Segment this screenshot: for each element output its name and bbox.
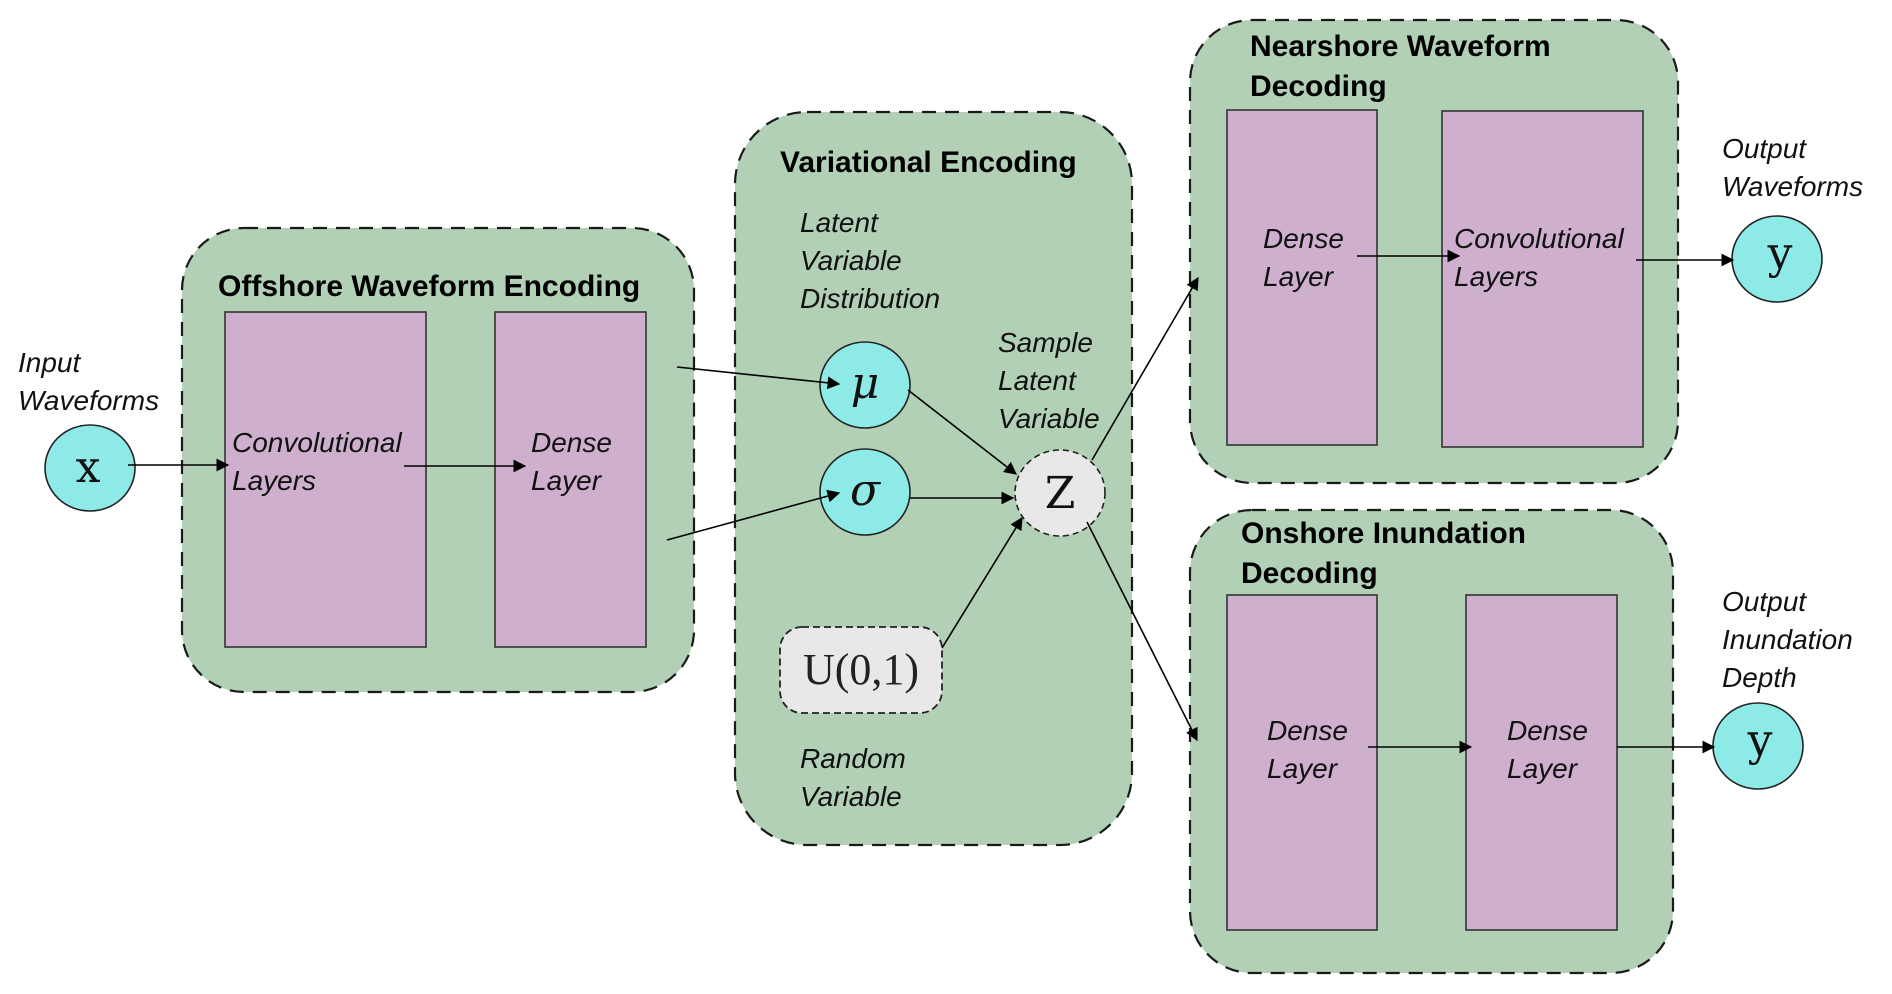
random-variable-label: Random Variable — [800, 743, 914, 812]
output-inundation-group: Output Inundation Depth y — [1712, 586, 1861, 790]
z-node — [1014, 449, 1106, 537]
onshore-dense-label-2: Dense Layer — [1507, 715, 1596, 784]
uniform-random-node — [779, 626, 943, 714]
onshore-dense-label-1: Dense Layer — [1267, 715, 1356, 784]
variational-encoding-title: Variational Encoding — [780, 146, 1077, 179]
offshore-dense-layer — [494, 311, 647, 648]
edge-z-to-onshore — [1086, 521, 1198, 742]
sigma-node — [819, 448, 911, 536]
sample-latent-label: Sample Latent Variable — [998, 327, 1101, 434]
edges — [128, 249, 1735, 754]
edge-dense-to-sigma — [666, 489, 841, 541]
nearshore-conv-layers — [1441, 110, 1644, 448]
offshore-encoding-group: Offshore Waveform Encoding Convolutional… — [180, 226, 696, 694]
edge-mu-to-z — [907, 389, 1018, 475]
offshore-conv-label: Convolutional Layers — [232, 427, 409, 496]
offshore-encoding-title: Offshore Waveform Encoding — [218, 270, 640, 303]
onshore-decoding-group: Onshore Inundation Decoding Dense Layer … — [1188, 508, 1675, 975]
uniform-random-symbol: U(0,1) — [803, 645, 919, 694]
edge-uniform-to-z — [941, 516, 1023, 649]
nearshore-dense-layer — [1226, 109, 1378, 446]
output-waveforms-label: Output Waveforms — [1722, 133, 1863, 202]
nearshore-decoding-title: Nearshore Waveform Decoding — [1250, 30, 1559, 103]
z-symbol: Z — [1045, 468, 1076, 519]
latent-distribution-label: Latent Variable Distribution — [800, 207, 940, 314]
variational-encoding-group: Variational Encoding Latent Variable Dis… — [733, 110, 1134, 847]
nearshore-decoding-group: Nearshore Waveform Decoding Dense Layer … — [1188, 18, 1680, 485]
output-inundation-label: Output Inundation Depth — [1722, 586, 1861, 693]
output-inundation-y-symbol: y — [1747, 715, 1773, 766]
offshore-dense-label: Dense Layer — [531, 427, 620, 496]
offshore-conv-layers — [224, 311, 427, 648]
nearshore-dense-label: Dense Layer — [1263, 223, 1352, 292]
onshore-dense-layer-1 — [1226, 594, 1378, 931]
output-waveforms-group: Output Waveforms y — [1722, 133, 1863, 303]
input-group: Input Waveforms x — [18, 347, 159, 512]
nearshore-conv-label: Convolutional Layers — [1454, 223, 1631, 292]
input-x-symbol: x — [76, 442, 101, 493]
edge-z-to-nearshore — [1091, 276, 1199, 461]
mu-symbol: μ — [851, 358, 880, 409]
edge-dense-to-mu — [676, 366, 841, 390]
input-label: Input Waveforms — [18, 347, 159, 416]
input-x-node — [44, 424, 136, 512]
onshore-decoding-title: Onshore Inundation Decoding — [1241, 517, 1534, 590]
onshore-dense-layer-2 — [1465, 594, 1618, 931]
sigma-symbol: σ — [850, 465, 882, 516]
mu-node — [819, 341, 911, 429]
output-waveforms-y-symbol: y — [1767, 228, 1793, 279]
